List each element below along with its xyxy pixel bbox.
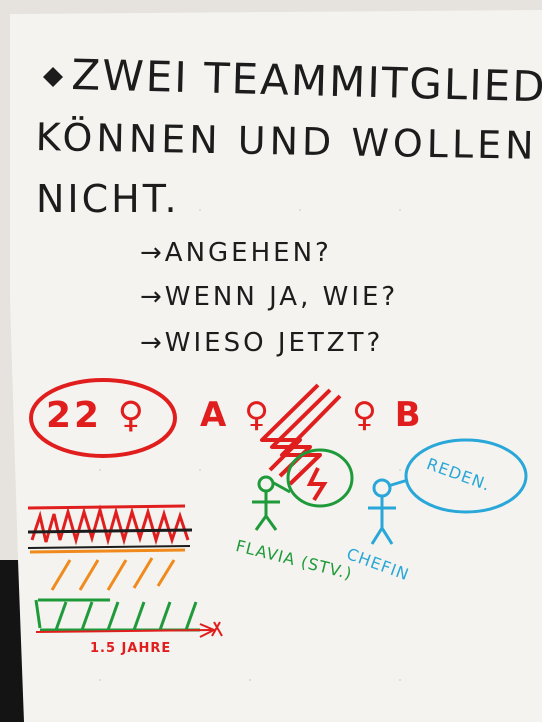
- heading-line-2: KÖNNEN UND WOLLEN: [35, 115, 538, 168]
- blue-speech-bubble: [404, 438, 528, 514]
- question-1: →ANGEHEN?: [140, 238, 332, 268]
- green-speech-bubble: [286, 448, 354, 508]
- small-bolt-icon: [306, 467, 328, 502]
- person-a: A ♀: [200, 395, 273, 435]
- question-2: →WENN JA, WIE?: [140, 282, 399, 312]
- timeline-label: 1.5 JAHRE: [90, 641, 172, 656]
- heading-line-3: NICHT.: [36, 177, 180, 221]
- green-stick-figure-icon: [252, 475, 280, 531]
- paper-sheet: [10, 10, 542, 722]
- question-3: →WIESO JETZT?: [140, 328, 384, 358]
- red-circle: [29, 378, 177, 458]
- person-b: ♀ B: [352, 395, 424, 435]
- blue-stick-figure-icon: [368, 478, 396, 545]
- dot-grid: [99, 209, 401, 681]
- bullet-diamond-icon: [43, 67, 63, 87]
- arrow-head-icon: [199, 623, 217, 638]
- circled-count: 22 ♀: [46, 395, 147, 436]
- timeline-sketch: [27, 504, 223, 638]
